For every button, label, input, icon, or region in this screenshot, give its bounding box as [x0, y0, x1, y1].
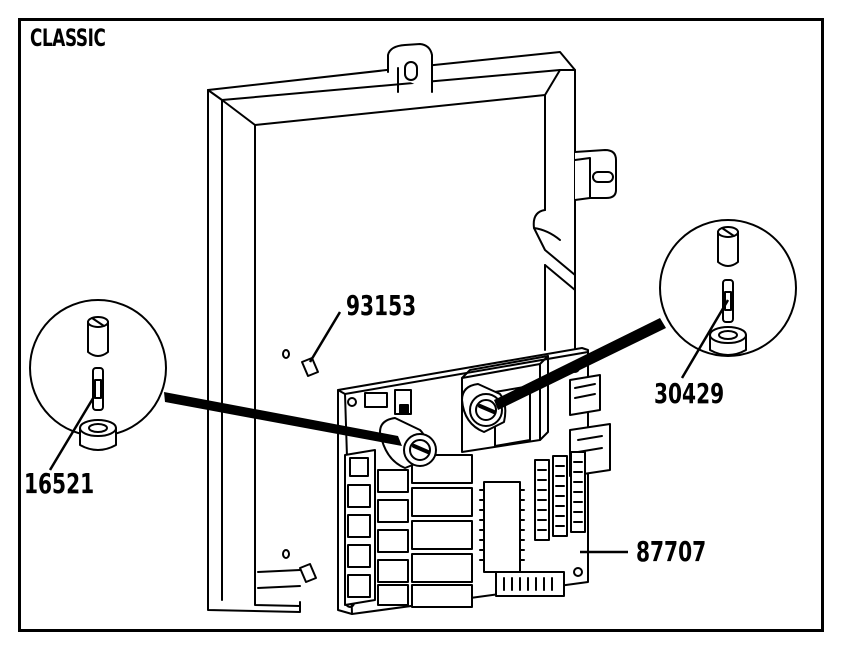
leader-lines [48, 299, 730, 554]
callout-16521: 16521 [24, 467, 95, 500]
circuit-board [337, 347, 611, 615]
diagram-title: CLASSIC [30, 24, 106, 52]
fuse-detail-right [659, 219, 797, 357]
magnifier-beam-left [164, 392, 402, 446]
enclosure-box [207, 43, 617, 613]
callout-30429: 30429 [654, 377, 725, 410]
magnifier-beam-right [494, 318, 666, 410]
callout-87707: 87707 [636, 535, 707, 568]
fuse-detail-left [29, 299, 167, 451]
diagram-frame [18, 18, 824, 632]
callout-93153: 93153 [346, 289, 417, 322]
